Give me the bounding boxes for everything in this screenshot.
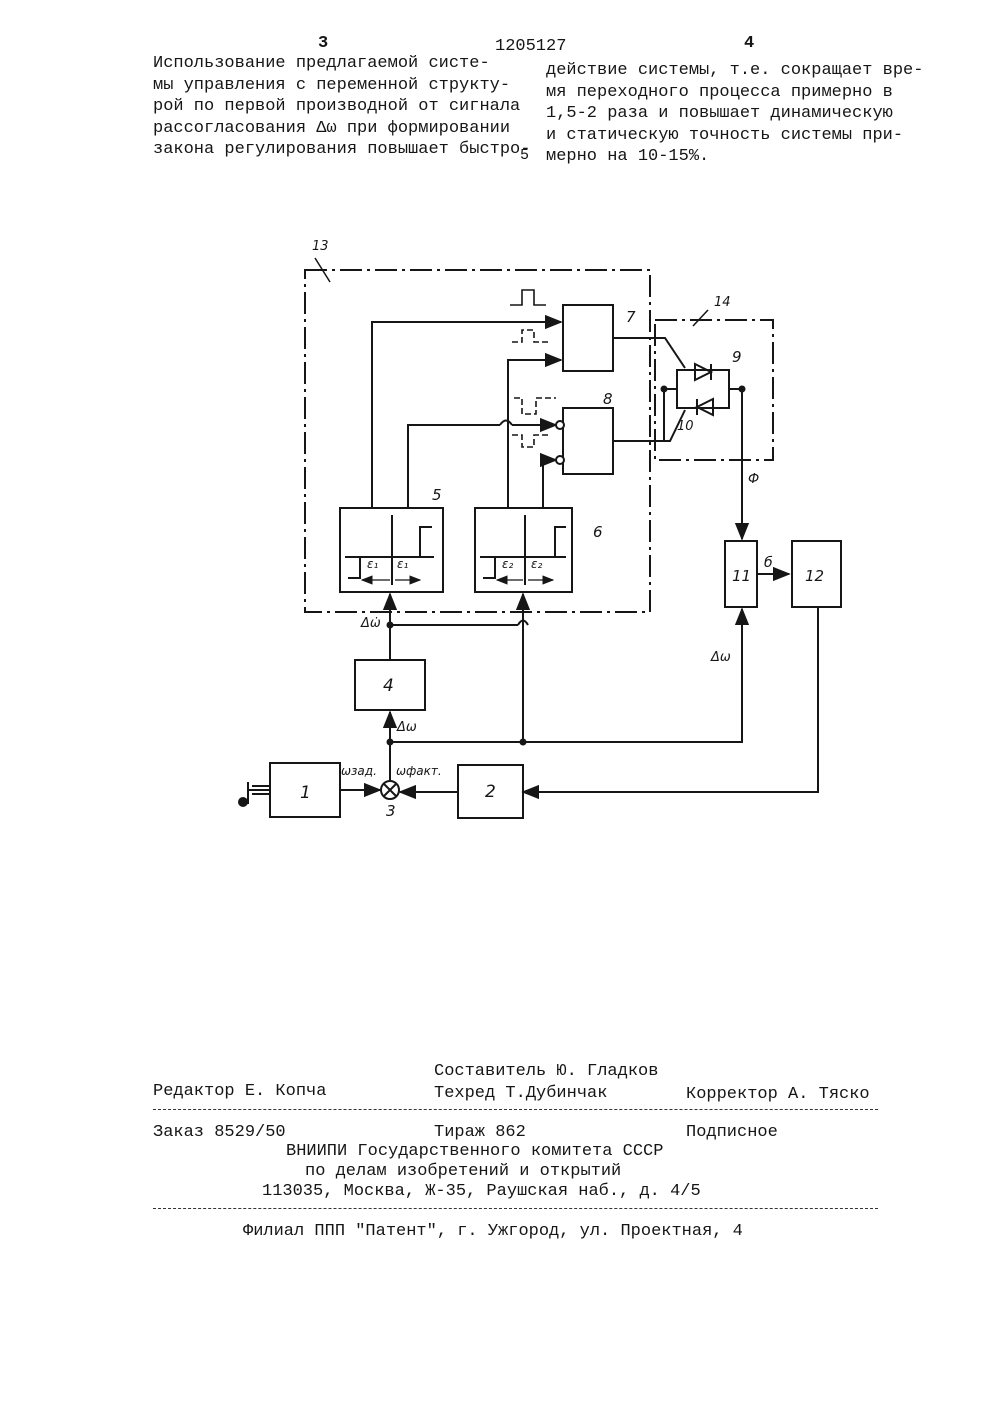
label-8: 8 <box>603 390 613 408</box>
label-1: 1 <box>300 783 311 803</box>
label-dw: Δω <box>396 720 417 735</box>
label-w-act: ωфакт. <box>396 764 442 778</box>
label-eps2-a: ε₂ <box>502 557 513 571</box>
label-eps1-b: ε₁ <box>397 557 408 571</box>
label-9: 9 <box>732 348 742 366</box>
label-10: 10 <box>677 419 694 434</box>
label-4: 4 <box>383 676 394 696</box>
block-diagram: 1 2 3 4 5 6 7 8 9 10 11 12 13 14 Δω̇ Δω … <box>0 0 1000 1000</box>
block-6 <box>475 508 572 592</box>
label-13: 13 <box>312 239 329 254</box>
label-dw-dot: Δω̇ <box>360 616 381 631</box>
imprint-org-line1: ВНИИПИ Государственного комитета СССР <box>286 1141 663 1162</box>
imprint-composer: Составитель Ю. Гладков <box>434 1061 658 1082</box>
imprint-branch: Филиал ППП "Патент", г. Ужгород, ул. Про… <box>243 1221 743 1242</box>
label-w-set: ωзад. <box>341 764 377 778</box>
label-12: 12 <box>805 567 824 585</box>
label-eps1-a: ε₁ <box>367 557 378 571</box>
label-11: 11 <box>732 567 751 585</box>
imprint-editor: Редактор Е. Копча <box>153 1081 326 1102</box>
imprint-rule-1 <box>153 1109 878 1110</box>
imprint-org-line2: по делам изобретений и открытий <box>305 1161 621 1182</box>
label-dw-right: Δω <box>710 650 731 665</box>
imprint-rule-2 <box>153 1208 878 1209</box>
label-3: 3 <box>386 802 396 820</box>
label-14: 14 <box>714 295 731 310</box>
imprint-org-line3: 113035, Москва, Ж-35, Раушская наб., д. … <box>262 1181 701 1202</box>
imprint-circulation: Тираж 862 <box>434 1122 526 1143</box>
label-5: 5 <box>432 486 442 504</box>
imprint-order: Заказ 8529/50 <box>153 1122 286 1143</box>
imprint-techred: Техред Т.Дубинчак <box>434 1083 607 1104</box>
label-phi: Ф <box>748 472 759 487</box>
block-8 <box>563 408 613 474</box>
label-7: 7 <box>626 308 636 326</box>
label-6: 6 <box>593 523 603 541</box>
block-7 <box>563 305 613 371</box>
label-b: б <box>764 555 773 571</box>
label-eps2-b: ε₂ <box>531 557 542 571</box>
imprint-subscription: Подписное <box>686 1122 778 1143</box>
imprint-corrector: Корректор А. Тяско <box>686 1084 870 1105</box>
label-2: 2 <box>485 782 496 802</box>
